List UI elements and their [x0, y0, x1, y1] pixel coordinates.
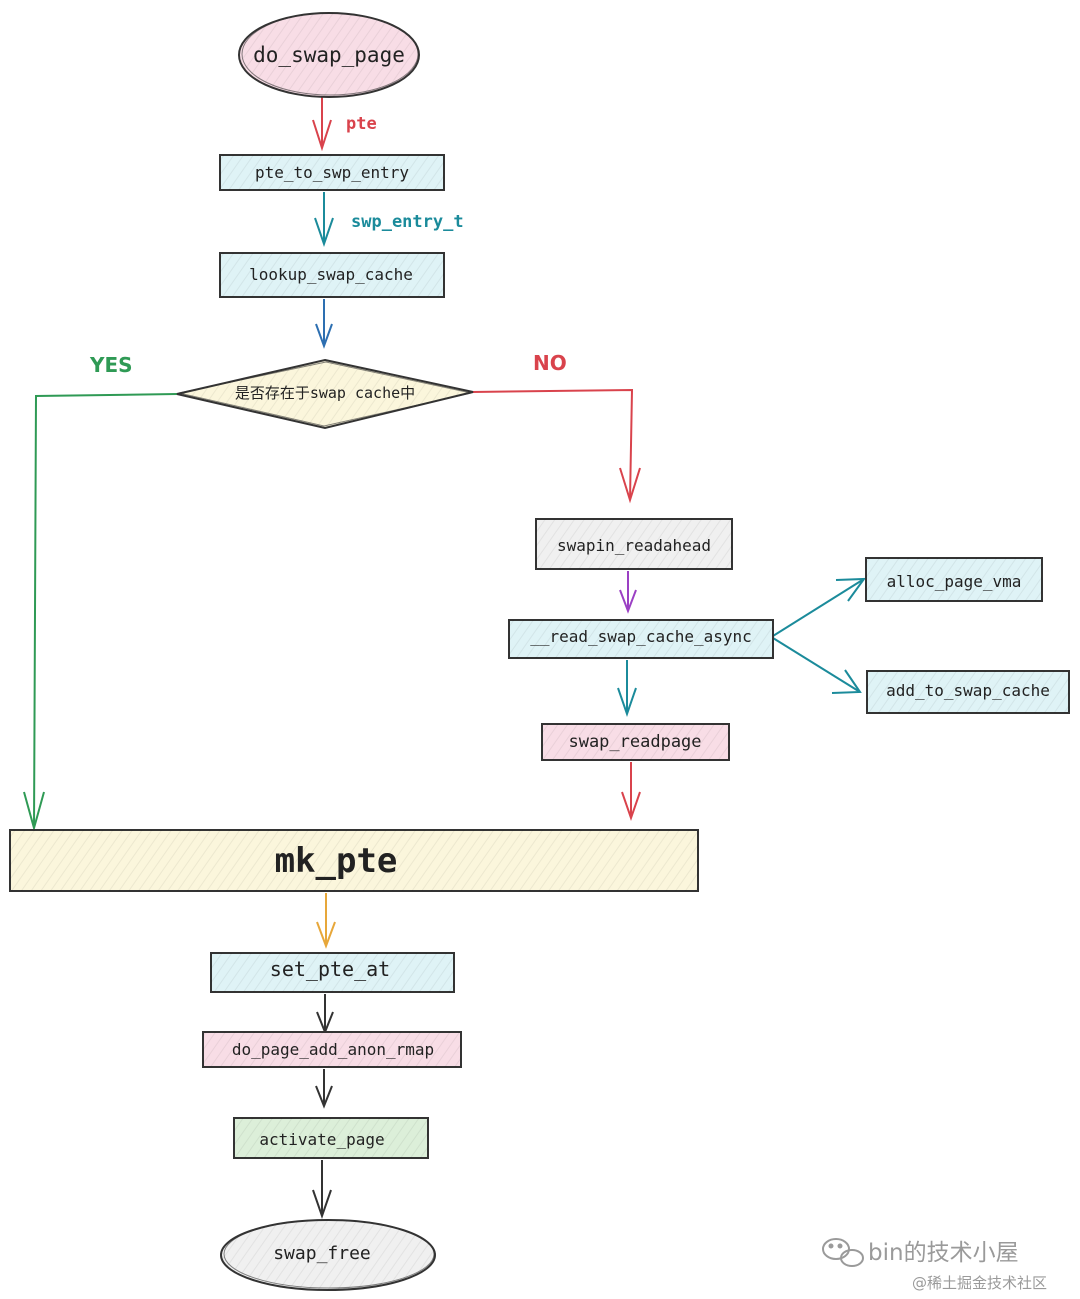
node-lookup-swap-cache[interactable]: lookup_swap_cache — [219, 252, 445, 298]
arrow-mk-pte-to-set-pte-at — [316, 893, 336, 949]
arrow-read-swap-cache-async-to-swap-readpage — [617, 660, 637, 718]
arrow-do-page-add-anon-rmap-to-activate-page — [315, 1069, 333, 1109]
node-read-swap-cache-async[interactable]: __read_swap_cache_async — [508, 619, 774, 659]
node-activate-page-label: activate_page — [259, 1130, 384, 1149]
node-swapin-readahead[interactable]: swapin_readahead — [535, 518, 733, 570]
node-swap-readpage-label: swap_readpage — [568, 732, 701, 752]
arrow-read-swap-cache-async-to-alloc-page-vma — [772, 577, 867, 637]
arrow-lookup-swap-cache-to-decision — [315, 299, 333, 349]
node-set-pte-at-label: set_pte_at — [270, 957, 390, 981]
watermark-site: @稀土掘金技术社区 — [912, 1274, 1047, 1292]
arrow-pte-to-swp-entry-to-lookup-swap-cache — [314, 192, 334, 248]
node-alloc-page-vma[interactable]: alloc_page_vma — [865, 557, 1043, 602]
node-swap-free[interactable]: swap_free — [220, 1219, 436, 1291]
node-decision-label: 是否存在于swap cache中 — [235, 384, 415, 402]
watermark-account: bin的技术小屋 — [868, 1240, 1019, 1266]
node-add-to-swap-cache-label: add_to_swap_cache — [886, 681, 1050, 700]
node-swap-readpage[interactable]: swap_readpage — [541, 723, 730, 761]
edge-label-swp-entry-t: swp_entry_t — [351, 212, 464, 232]
arrow-do-swap-page-to-pte-to-swp-entry — [312, 95, 332, 152]
node-lookup-swap-cache-label: lookup_swap_cache — [249, 265, 413, 284]
arrow-set-pte-at-to-do-page-add-anon-rmap — [316, 994, 334, 1035]
node-do-swap-page[interactable]: do_swap_page — [238, 12, 420, 98]
node-set-pte-at[interactable]: set_pte_at — [210, 952, 455, 993]
node-mk-pte[interactable]: mk_pte — [9, 829, 699, 892]
arrow-yes-branch — [23, 393, 178, 832]
node-do-swap-page-label: do_swap_page — [253, 43, 405, 67]
arrow-activate-page-to-swap-free — [312, 1160, 332, 1220]
node-mk-pte-label: mk_pte — [275, 841, 398, 881]
arrow-no-branch — [471, 388, 641, 504]
node-swapin-readahead-label: swapin_readahead — [557, 536, 711, 555]
node-add-to-swap-cache[interactable]: add_to_swap_cache — [866, 670, 1070, 714]
watermark: bin的技术小屋 @稀土掘金技术社区 — [822, 1238, 1047, 1292]
arrow-swapin-readahead-to-read-swap-cache-async — [619, 571, 637, 614]
node-read-swap-cache-async-label: __read_swap_cache_async — [530, 627, 752, 646]
edge-label-pte: pte — [346, 114, 377, 134]
node-pte-to-swp-entry[interactable]: pte_to_swp_entry — [219, 154, 445, 191]
arrow-swap-readpage-to-mk-pte — [621, 762, 641, 822]
edge-label-yes: YES — [89, 353, 133, 377]
node-alloc-page-vma-label: alloc_page_vma — [887, 572, 1022, 591]
edge-label-no: NO — [533, 351, 567, 375]
node-do-page-add-anon-rmap[interactable]: do_page_add_anon_rmap — [202, 1031, 462, 1068]
node-pte-to-swp-entry-label: pte_to_swp_entry — [255, 163, 409, 182]
node-do-page-add-anon-rmap-label: do_page_add_anon_rmap — [232, 1040, 434, 1059]
node-activate-page[interactable]: activate_page — [233, 1117, 429, 1159]
node-decision-in-swap-cache[interactable]: 是否存在于swap cache中 — [176, 358, 474, 430]
wechat-icon — [822, 1238, 864, 1267]
node-swap-free-label: swap_free — [273, 1243, 371, 1264]
arrow-read-swap-cache-async-to-add-to-swap-cache — [772, 637, 862, 694]
